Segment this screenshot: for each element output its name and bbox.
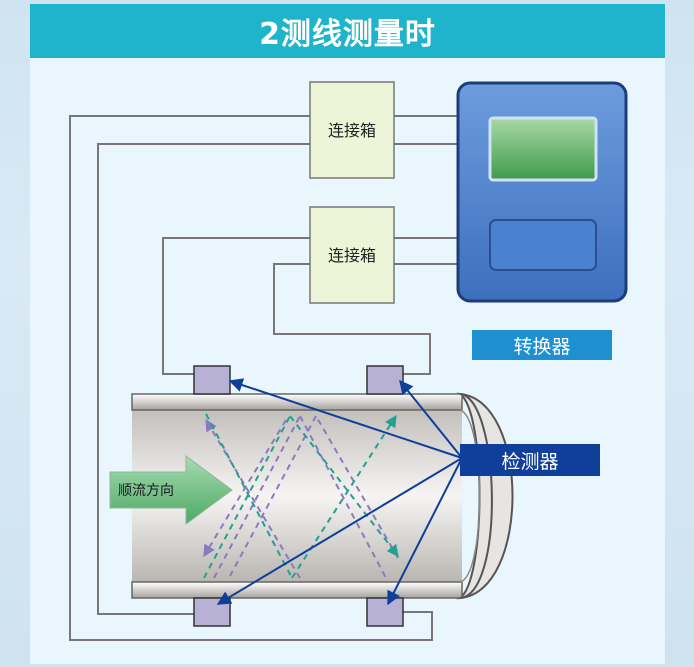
transducer-bottom-right: [366, 597, 404, 627]
detector-label-text: 检测器: [501, 451, 558, 473]
wire-lower-box-to-top-right: [273, 263, 431, 375]
transducer-top-left: [193, 365, 231, 395]
diagram-title: 2测线测量时: [259, 17, 436, 52]
path-purple-3: [315, 415, 399, 559]
detector-callout-lines: [216, 378, 463, 606]
wire-upper-box-outer: [69, 115, 433, 641]
converter-label-text: 转换器: [513, 336, 570, 358]
converter: [456, 81, 628, 303]
transducer-top-right: [366, 365, 404, 395]
ultrasonic-paths: [203, 413, 399, 579]
path-teal-4: [289, 415, 399, 557]
flow-direction-label: 顺流方向: [118, 483, 174, 499]
wiring: [69, 115, 458, 641]
converter-display: [488, 116, 598, 182]
transducer-bottom-left: [193, 597, 231, 627]
detector-label: 检测器: [460, 444, 600, 476]
junction-box-lower: 连接箱: [309, 206, 395, 304]
path-teal-1: [205, 413, 293, 579]
path-purple-2: [299, 415, 387, 579]
title-bar: 2测线测量时: [30, 4, 665, 58]
converter-panel: [489, 219, 597, 271]
junction-box-upper: 连接箱: [309, 81, 395, 179]
path-teal-3: [203, 415, 291, 579]
path-purple-5: [205, 418, 301, 579]
wire-lower-box-to-top-left: [162, 237, 310, 375]
pipe: [131, 392, 514, 600]
wire-upper-box-inner: [97, 143, 310, 615]
path-purple-1: [213, 415, 301, 579]
path-purple-4: [229, 415, 317, 577]
converter-label: 转换器: [472, 330, 612, 360]
junction-box-lower-label: 连接箱: [328, 246, 376, 265]
junction-box-upper-label: 连接箱: [328, 121, 376, 140]
flow-direction-arrow: 顺流方向: [109, 455, 233, 525]
path-purple-down: [203, 419, 287, 558]
